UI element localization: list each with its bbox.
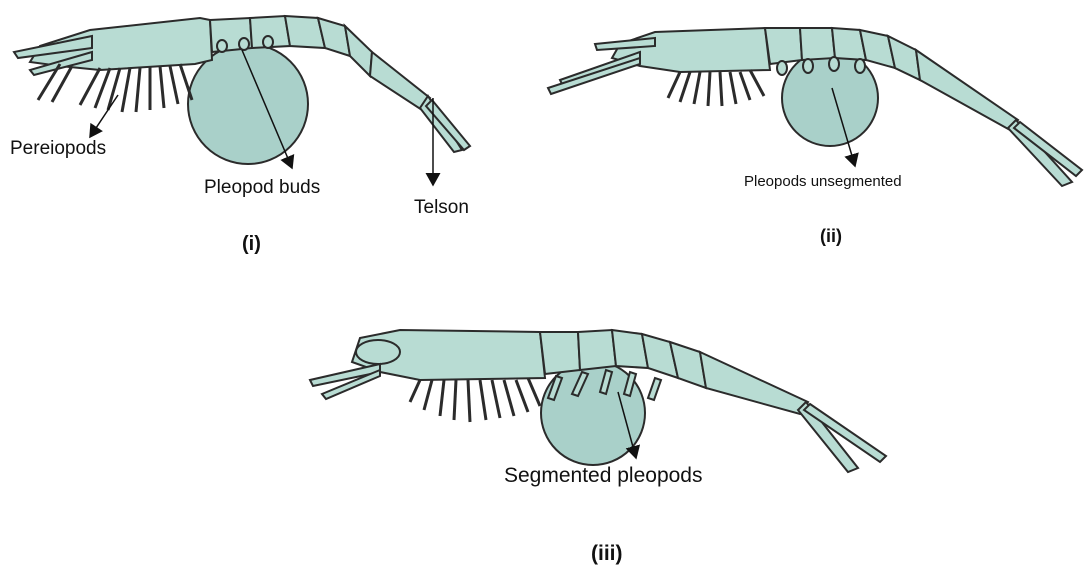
larva-stage-i: Pereiopods Pleopod buds Telson (i) [10,16,470,255]
telson-label: Telson [414,197,469,218]
pereiopods-arrow [90,95,118,137]
larva-stage-iii: Segmented pleopods (iii) [310,330,886,565]
pereiopods [410,378,540,422]
pereiopods-label: Pereiopods [10,138,106,159]
telson-fan [420,96,470,152]
pereiopods [38,64,192,112]
panel-label-i: (i) [242,233,261,255]
larva-stage-ii: Pleopods unsegmented (ii) [548,28,1082,246]
panel-label-iii: (iii) [591,542,623,565]
telson-fan [1008,120,1082,186]
pereiopods [668,70,764,106]
segmented-pleopods-label: Segmented pleopods [504,464,703,487]
pleopod-buds-label: Pleopod buds [204,177,320,198]
pleopods-unsegmented-label: Pleopods unsegmented [744,173,902,190]
panel-label-ii: (ii) [820,226,842,246]
telson-fan [798,402,886,472]
